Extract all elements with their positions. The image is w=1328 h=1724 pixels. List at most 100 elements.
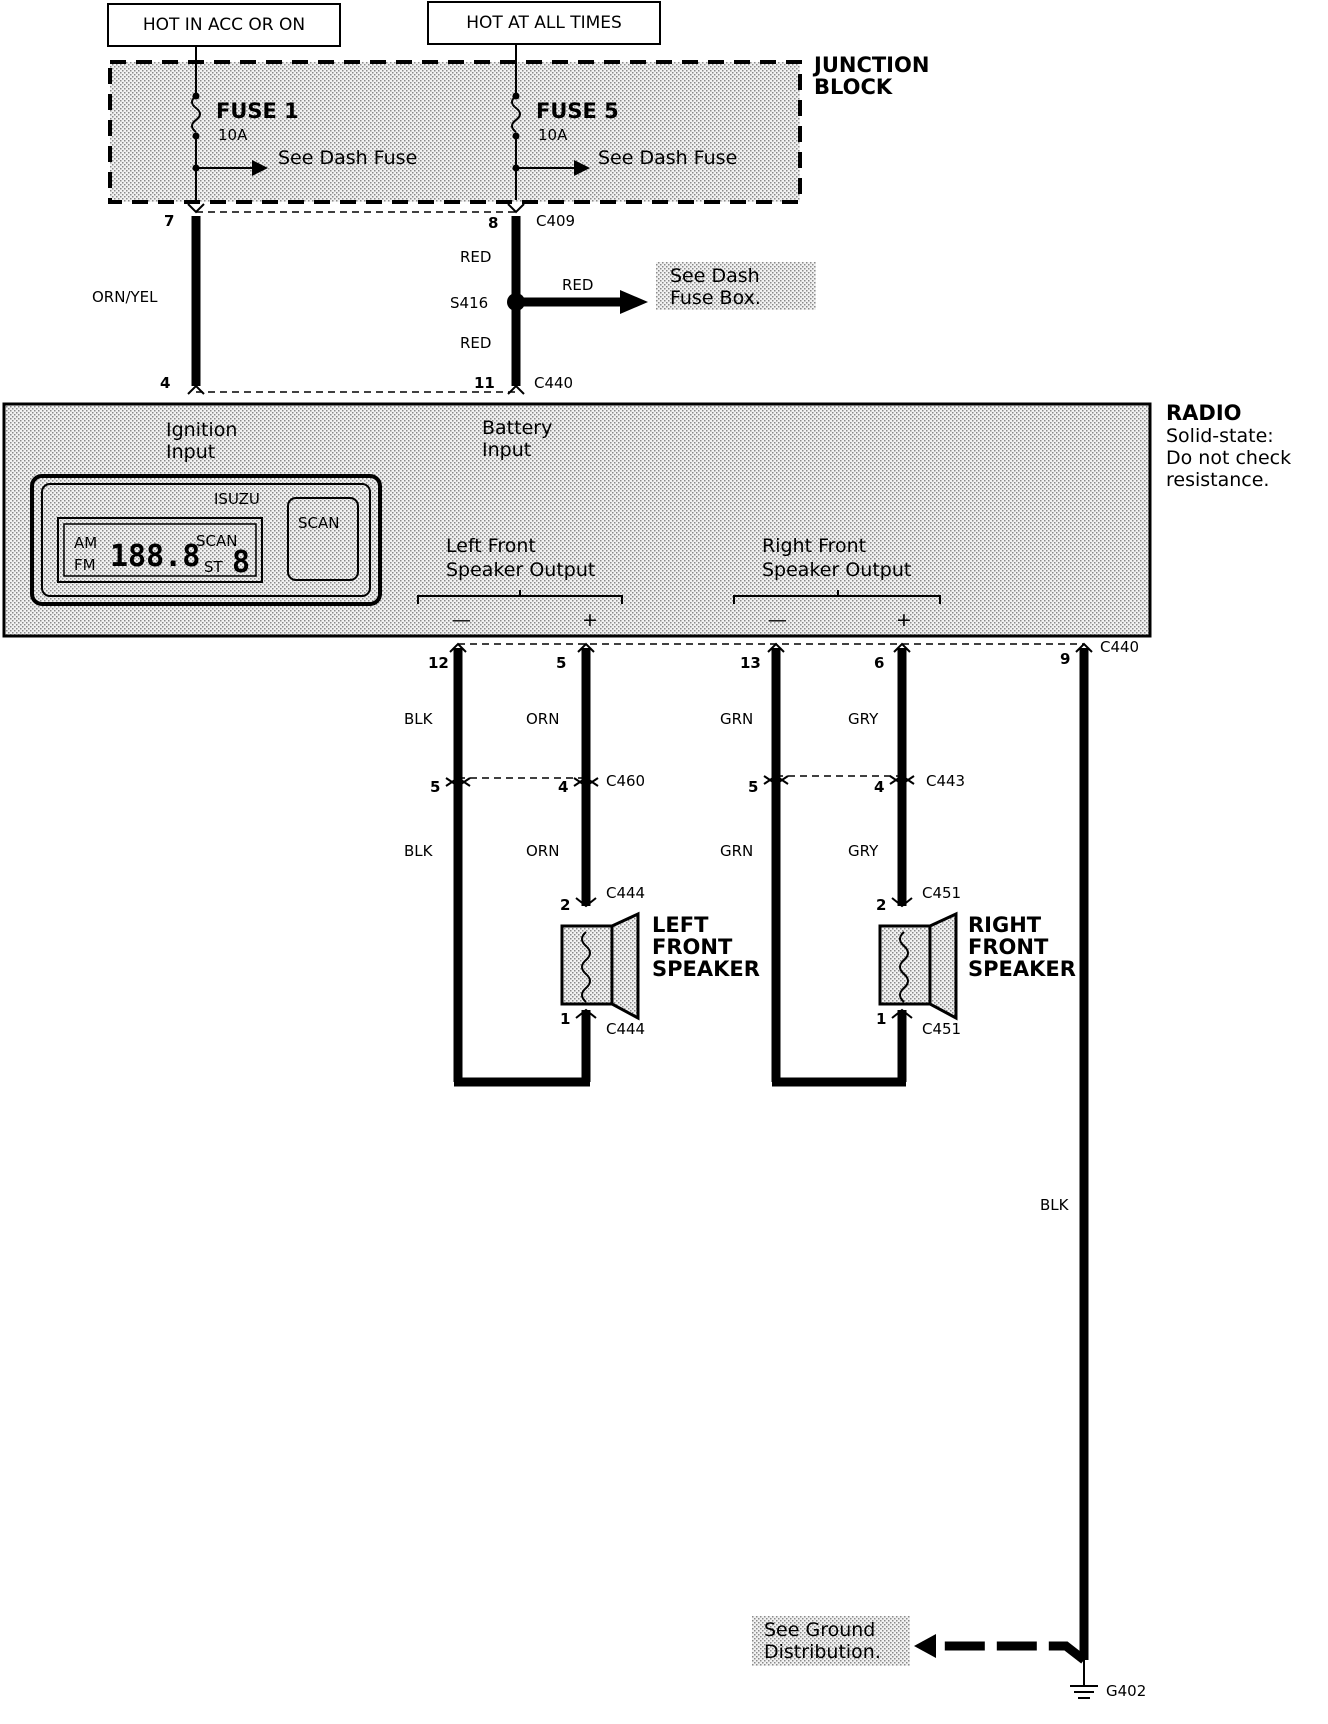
radio-scan-button bbox=[287, 497, 359, 581]
radio-lf-output-2: Speaker Output bbox=[446, 559, 595, 581]
radio-rf-output-2: Speaker Output bbox=[762, 559, 911, 581]
pin-c444-1: 1 bbox=[560, 1010, 570, 1028]
radio-display-frequency: 188.8 bbox=[110, 539, 200, 574]
radio-display-channel: 8 bbox=[232, 545, 250, 580]
radio-lf-bracket bbox=[417, 590, 623, 604]
wire-red-branch-label: RED bbox=[562, 276, 593, 294]
wire-grn-lower: GRN bbox=[720, 842, 753, 860]
pin-c443-5: 5 bbox=[748, 778, 758, 796]
power-acc-label: HOT IN ACC OR ON bbox=[143, 15, 305, 35]
radio-faceplate: ISUZU AM FM 188.8 SCAN ST 8 SCAN bbox=[30, 474, 382, 606]
pin-c460-5: 5 bbox=[430, 778, 440, 796]
fuse-1-ref: See Dash Fuse bbox=[278, 147, 417, 169]
note-dash-fuse-line1: See Dash bbox=[670, 265, 760, 287]
connector-c440-bottom-label: C440 bbox=[1100, 638, 1139, 656]
connector-c440-top-label: C440 bbox=[534, 374, 573, 392]
right-speaker-label-1: RIGHT bbox=[968, 913, 1042, 937]
radio-display-st: ST bbox=[204, 558, 224, 576]
wire-orn-lower: ORN bbox=[526, 842, 559, 860]
right-speaker-label-3: SPEAKER bbox=[968, 957, 1076, 981]
radio-display-am: AM bbox=[74, 534, 97, 552]
left-speaker-label-3: SPEAKER bbox=[652, 957, 760, 981]
radio-brand: ISUZU bbox=[214, 490, 260, 508]
right-front-speaker: RIGHT FRONT SPEAKER bbox=[878, 911, 1076, 1021]
wire-orn-yel: ORN/YEL bbox=[92, 216, 201, 386]
right-speaker-label-2: FRONT bbox=[968, 935, 1049, 959]
wire-gry-upper: GRY bbox=[848, 710, 879, 728]
radio-lf-minus: — bbox=[452, 609, 471, 631]
wire-grn-upper: GRN bbox=[720, 710, 753, 728]
fuse-1-rating: 10A bbox=[218, 126, 248, 144]
pin-c444-2: 2 bbox=[560, 896, 570, 914]
wire-orn-upper: ORN bbox=[526, 710, 559, 728]
fuse-1-name: FUSE 1 bbox=[216, 99, 299, 123]
radio-ignition-input-1: Ignition bbox=[166, 419, 237, 441]
connector-c409: 7 8 C409 bbox=[164, 203, 575, 232]
right-speaker-circuit: GRN GRY GRN GRY 5 4 C443 2 C451 1 C451 R… bbox=[720, 648, 1076, 1087]
radio-rf-output-1: Right Front bbox=[762, 535, 866, 557]
radio-note-2: Do not check bbox=[1166, 447, 1291, 469]
pin-c440-12: 12 bbox=[428, 654, 449, 672]
radio-scan-button-label: SCAN bbox=[298, 514, 339, 532]
connector-c460-label: C460 bbox=[606, 772, 645, 790]
radio-display bbox=[57, 517, 263, 583]
connector-c451-top-label: C451 bbox=[922, 884, 961, 902]
pin-c440-11: 11 bbox=[474, 374, 495, 392]
pin-c409-7: 7 bbox=[164, 212, 174, 230]
left-speaker-label-1: LEFT bbox=[652, 913, 709, 937]
pin-c440-4: 4 bbox=[160, 374, 170, 392]
connector-c460: 5 4 C460 bbox=[430, 772, 645, 796]
ground-g402-label: G402 bbox=[1106, 1682, 1146, 1700]
ground-g402: G402 bbox=[1070, 1660, 1146, 1700]
wire-ground-blk-label: BLK bbox=[1040, 1196, 1070, 1214]
power-source-all-times: HOT AT ALL TIMES bbox=[427, 1, 661, 45]
left-speaker-label-2: FRONT bbox=[652, 935, 733, 959]
note-dash-fuse-line2: Fuse Box. bbox=[670, 287, 761, 309]
junction-block-title-2: BLOCK bbox=[814, 75, 893, 99]
connector-c443-label: C443 bbox=[926, 772, 965, 790]
fuse-5-rating: 10A bbox=[538, 126, 568, 144]
radio-rf-minus: — bbox=[768, 609, 787, 631]
connector-c440-bottom: 12 5 13 6 9 C440 bbox=[428, 638, 1139, 672]
radio-battery-input-1: Battery bbox=[482, 417, 552, 439]
pin-c451-2: 2 bbox=[876, 896, 886, 914]
wire-red: RED RED S416 RED See Dash Fuse Box. bbox=[450, 216, 816, 386]
radio-display-scan: SCAN bbox=[196, 532, 237, 550]
splice-s416-label: S416 bbox=[450, 294, 488, 312]
connector-c440-top: 4 11 C440 bbox=[160, 374, 573, 395]
power-source-acc: HOT IN ACC OR ON bbox=[107, 3, 341, 47]
connector-c409-label: C409 bbox=[536, 212, 575, 230]
radio-rf-bracket bbox=[733, 590, 941, 604]
radio-note-3: resistance. bbox=[1166, 469, 1269, 491]
wire-ground-blk: BLK See Ground Distribution. G402 bbox=[752, 648, 1146, 1700]
fuse-5: FUSE 5 10A See Dash Fuse bbox=[511, 44, 737, 200]
wire-red-label-top: RED bbox=[460, 248, 491, 266]
radio: RADIO Solid-state: Do not check resistan… bbox=[2, 401, 1291, 638]
pin-c440-13: 13 bbox=[740, 654, 761, 672]
note-ground-distribution bbox=[752, 1616, 910, 1666]
radio-note-1: Solid-state: bbox=[1166, 425, 1274, 447]
connector-c444-bottom-label: C444 bbox=[606, 1020, 645, 1038]
radio-rf-plus: + bbox=[896, 609, 912, 631]
left-speaker-circuit: BLK ORN BLK ORN 5 4 C460 2 C444 1 C444 L… bbox=[404, 648, 760, 1087]
pin-c451-1: 1 bbox=[876, 1010, 886, 1028]
radio-display-fm: FM bbox=[74, 556, 96, 574]
connector-c451-bottom-label: C451 bbox=[922, 1020, 961, 1038]
fuse-1: FUSE 1 10A See Dash Fuse bbox=[191, 46, 417, 200]
wire-gry-lower: GRY bbox=[848, 842, 879, 860]
fuse-5-name: FUSE 5 bbox=[536, 99, 619, 123]
junction-block: JUNCTION BLOCK FUSE 1 10A See Dash Fuse bbox=[108, 44, 929, 204]
note-dash-fuse-box bbox=[656, 262, 816, 310]
wire-blk-lf-upper: BLK bbox=[404, 710, 434, 728]
note-ground-line1: See Ground bbox=[764, 1619, 875, 1641]
power-all-times-label: HOT AT ALL TIMES bbox=[466, 13, 622, 33]
connector-c443: 5 4 C443 bbox=[748, 772, 965, 796]
note-ground-line2: Distribution. bbox=[764, 1641, 881, 1663]
pin-c409-8: 8 bbox=[488, 214, 498, 232]
radio-title: RADIO bbox=[1166, 401, 1242, 425]
junction-block-title-1: JUNCTION bbox=[812, 53, 929, 77]
wire-blk-lf-lower: BLK bbox=[404, 842, 434, 860]
pin-c440-9: 9 bbox=[1060, 650, 1070, 668]
radio-ignition-input-2: Input bbox=[166, 441, 215, 463]
